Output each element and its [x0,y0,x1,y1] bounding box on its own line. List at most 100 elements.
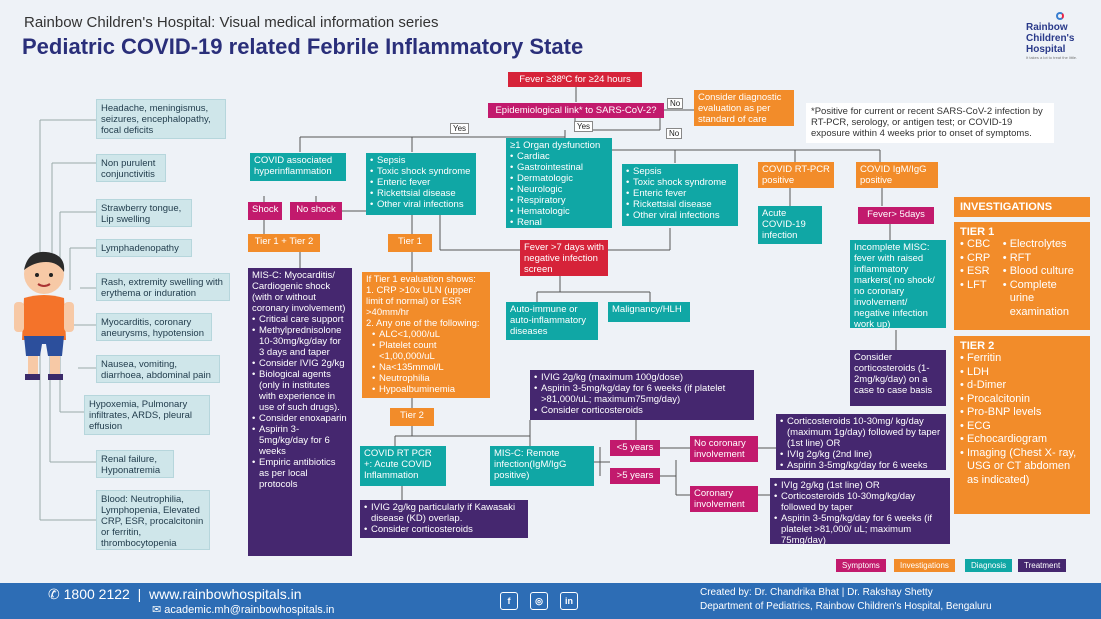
legend-treatment: Treatment [1018,559,1067,572]
legend-diagnosis: Diagnosis [965,559,1013,572]
tier-1-test: Complete urine examination [1003,279,1084,320]
organ-item: Dermatologic [510,173,608,184]
child-illustration-icon [14,251,74,380]
symptom-blood: Blood: Neutrophilia, Lymphopenia, Elevat… [96,490,210,550]
coronary-treatment-item: Corticosteroids 10-30mg/kg/day followed … [774,491,946,513]
tier-2-test: Pro-BNP levels [960,406,1084,420]
covid-igm-igg-positive: COVID IgM/IgG positive [856,162,938,188]
footer-email[interactable]: academic.mh@rainbowhospitals.in [164,604,335,616]
misc-treatment-item: Aspirin 3-5mg/kg/day for 6 weeks [252,424,348,457]
consider-corticosteroids: Consider corticosteroids (1-2mg/kg/day) … [850,350,946,406]
kd-treatment-item: IVIG 2g/kg particularly if Kawasaki dise… [364,502,524,524]
kd-overlap-treatment: IVIG 2g/kg particularly if Kawasaki dise… [360,500,528,538]
tier-1-label: TIER 1 [960,226,995,238]
hospital-logo: Rainbow Children's Hospital It takes a l… [1026,12,1096,60]
epidemiological-link: Epidemiological link* to SARS-CoV-2? [488,103,664,118]
rtpcr-acute-inflammation: COVID RT PCR +: Acute COVID Inflammation [360,446,446,486]
kd-treatment-item: Consider corticosteroids [364,524,524,535]
tier-1-test: RFT [1003,252,1084,266]
coronary-involvement: Coronary involvement [690,486,758,512]
tier-1-eval-title: If Tier 1 evaluation shows: [366,274,476,285]
tier-1-test: Electrolytes [1003,238,1084,252]
instagram-icon[interactable]: ◎ [530,592,548,610]
no-shock: No shock [290,202,342,220]
tier-1-criterion: Platelet count <1,00,000/uL [372,340,486,362]
symptom-neuro: Headache, meningismus, seizures, encepha… [96,99,226,139]
acute-covid-infection: Acute COVID-19 infection [758,206,822,244]
tier-1-criterion: Na<135mmol/L [372,362,486,373]
coronary-treatment-item: Aspirin 3-5mg/kg/day for 6 weeks (if pla… [774,513,946,544]
tier-1-test: CBC [960,238,999,252]
footer-bar: ✆ 1800 2122 | www.rainbowhospitals.in ✉ … [0,583,1101,619]
linkedin-icon[interactable]: in [560,592,578,610]
tier-1-eval-any: 2. Any one of the following: [366,318,480,329]
differential-item: Toxic shock syndrome [626,177,734,188]
malignancy-hlh: Malignancy/HLH [608,302,690,322]
differential-list-1: SepsisToxic shock syndromeEnteric feverR… [366,153,476,215]
tier-1-eval-crp: 1. CRP >10x ULN (upper limit of normal) … [366,285,472,318]
logo-line-1: Rainbow [1026,22,1068,33]
tier-1: Tier 1 [388,234,432,252]
no-coronary-treatment-item: Aspirin 3-5mg/kg/day for 6 weeks [780,460,942,470]
organ-item: Gastrointestinal [510,162,608,173]
footer-contact: ✆ 1800 2122 | www.rainbowhospitals.in [48,586,302,603]
age-under-5: <5 years [610,440,660,456]
tier-2-test: ECG [960,420,1084,434]
symptom-conjunctivitis: Non purulent conjunctivitis [96,154,166,182]
facebook-icon[interactable]: f [500,592,518,610]
tier-2-test: d-Dimer [960,379,1084,393]
legend-investigations: Investigations [894,559,955,572]
tier-2-test: Imaging (Chest X- ray, USG or CT abdomen… [960,447,1084,488]
investigations-tier-1: TIER 1 CBCCRPESRLFT ElectrolytesRFTBlood… [954,222,1090,330]
covid-hyperinflammation: COVID associated hyperinflammation [250,153,346,181]
autoimmune-diseases: Auto-immune or auto-inflammatory disease… [506,302,598,340]
organ-item: Cardiac [510,151,608,162]
age-over-5: >5 years [610,468,660,484]
tier-1-test: ESR [960,265,999,279]
symptom-gi: Nausea, vomiting, diarrhoea, abdominal p… [96,355,220,383]
investigations-title: INVESTIGATIONS [960,201,1053,213]
footer-department: Department of Pediatrics, Rainbow Childr… [700,601,992,612]
tier-1-criterion: Neutrophilia [372,373,486,384]
incomplete-misc: Incomplete MISC: fever with raised infla… [850,240,946,328]
tier-1-plus-tier-2: Tier 1 + Tier 2 [248,234,320,252]
tier-2-test: Ferritin [960,352,1084,366]
footer-phone[interactable]: 1800 2122 [63,586,130,602]
differential-list-2: SepsisToxic shock syndromeEnteric feverR… [622,164,738,226]
symptom-respiratory: Hypoxemia, Pulmonary infiltrates, ARDS, … [84,395,210,435]
symptom-renal: Renal failure, Hyponatremia [96,450,174,478]
logo-tagline: It takes a lot to treat the little. [1026,55,1078,60]
differential-item: Toxic shock syndrome [370,166,472,177]
ivig-treatment-item: Aspirin 3-5mg/kg/day for 6 weeks (if pla… [534,383,750,405]
tier-1-test: Blood culture [1003,265,1084,279]
tier-2: Tier 2 [390,408,434,426]
ivig-treatment-item: Consider corticosteroids [534,405,750,416]
symptom-myocarditis: Myocarditis, coronary aneurysms, hypoten… [96,313,212,341]
differential-item: Sepsis [370,155,472,166]
logo-line-3: Hospital [1026,44,1066,55]
tier-1-evaluation: If Tier 1 evaluation shows: 1. CRP >10x … [362,272,490,398]
no-coronary-involvement: No coronary involvement [690,436,758,462]
tier-2-label: TIER 2 [960,340,995,352]
page-title: Pediatric COVID-19 related Febrile Infla… [22,34,584,59]
organ-dysfunction: ≥1 Organ dysfunction CardiacGastrointest… [506,138,612,228]
misc-treatment-item: Consider IVIG 2g/kg [252,358,348,369]
consider-diagnostic-evaluation: Consider diagnostic evaluation as per st… [694,90,794,126]
differential-item: Rickettsial disease [626,199,734,210]
differential-item: Other viral infections [626,210,734,221]
no-label-2: No [666,128,683,139]
coronary-treatment-item: IVIg 2g/kg (1st line) OR [774,480,946,491]
no-label-1: No [667,98,684,109]
rainbow-logo-icon [1056,12,1064,20]
misc-treatment: MIS-C: Myocarditis/ Cardiogenic shock (w… [248,268,352,556]
legend-symptoms: Symptoms [836,559,886,572]
coronary-treatment: IVIg 2g/kg (1st line) ORCorticosteroids … [770,478,950,544]
footer-website[interactable]: www.rainbowhospitals.in [149,586,302,602]
tier-1-test: LFT [960,279,999,293]
covid-rtpcr-positive: COVID RT-PCR positive [758,162,834,188]
yes-label-2: Yes [574,121,594,132]
series-subtitle: Rainbow Children's Hospital: Visual medi… [24,14,439,31]
tier-2-test: LDH [960,366,1084,380]
tier-1-test: CRP [960,252,999,266]
phone-icon: ✆ [48,586,60,602]
